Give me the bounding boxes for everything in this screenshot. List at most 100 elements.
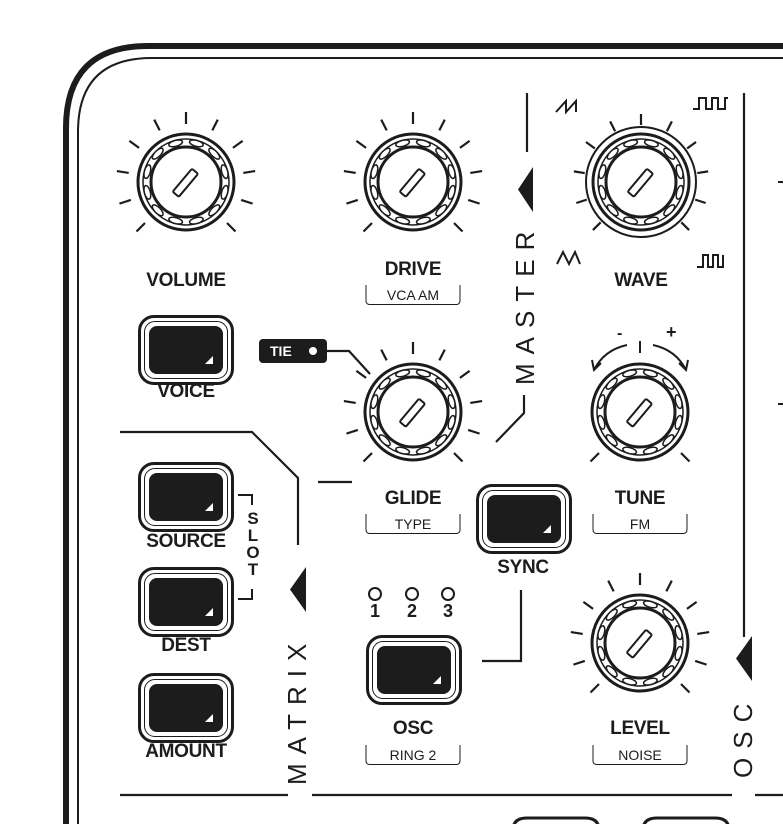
- knob-grip: [415, 216, 431, 225]
- knob-tick: [570, 630, 583, 636]
- tie-connector: [327, 349, 371, 375]
- sync-button[interactable]: [476, 484, 572, 554]
- osc-led-1-label: 1: [369, 601, 381, 621]
- matrix-divider-top: [120, 430, 300, 545]
- knob-tick: [680, 683, 691, 694]
- tune-minus-label: -: [617, 325, 623, 342]
- knob-tick: [575, 198, 588, 205]
- sawtooth-wave-icon: [555, 98, 577, 115]
- knob-grip: [605, 665, 618, 678]
- osc-button-face: [377, 646, 451, 694]
- knob-tick: [589, 683, 600, 694]
- amount-button-face: [149, 684, 223, 732]
- knob-grip: [168, 216, 184, 225]
- knob-tick: [346, 198, 359, 205]
- knob-tick: [607, 580, 615, 592]
- knob-tick: [380, 119, 388, 131]
- knob-tick: [232, 139, 244, 149]
- knob-grip: [605, 608, 618, 621]
- tune-left-arrowhead: [591, 359, 602, 373]
- knob-grip: [606, 147, 619, 160]
- knob-tick: [380, 349, 388, 361]
- knob-tick: [573, 659, 586, 666]
- master-section-label: MASTER: [510, 222, 540, 385]
- knob-tick: [665, 580, 673, 592]
- knob-tick: [346, 428, 359, 435]
- knob-tick: [470, 399, 483, 405]
- partial-button[interactable]: [511, 816, 600, 824]
- knob-tick: [686, 600, 698, 610]
- knob-tick: [592, 221, 602, 231]
- partial-button[interactable]: [641, 816, 730, 824]
- knob-grip: [415, 446, 431, 455]
- panel-outer-border: [63, 43, 783, 824]
- knob-tick: [438, 119, 446, 131]
- knob-grip: [435, 147, 448, 160]
- glide-label: GLIDE: [384, 488, 442, 509]
- knob-indicator: [399, 398, 426, 428]
- knob-grip: [395, 369, 411, 378]
- knob-grip: [151, 204, 164, 217]
- knob-grip: [370, 414, 379, 430]
- knob-grip: [415, 139, 431, 148]
- knob-grip: [605, 377, 618, 390]
- knob-tick: [697, 630, 710, 636]
- knob-grip: [597, 645, 606, 661]
- knob-grip: [370, 394, 379, 410]
- knob-grip: [642, 446, 658, 455]
- osc-led-3[interactable]: [441, 587, 455, 601]
- wave-label: WAVE: [614, 270, 668, 291]
- knob-grip: [168, 139, 184, 148]
- drive-sublabel[interactable]: VCA AM: [365, 285, 461, 305]
- tune-knob[interactable]: [589, 362, 691, 463]
- amount-label: AMOUNT: [145, 741, 227, 762]
- tie-button[interactable]: TIE: [259, 339, 327, 363]
- knob-indicator: [626, 629, 653, 659]
- osc-label: OSC: [392, 718, 434, 739]
- osc-button[interactable]: [366, 635, 462, 705]
- knob-grip: [642, 600, 658, 609]
- voice-button-face: [149, 326, 223, 374]
- knob-indicator: [626, 398, 653, 428]
- knob-grip: [447, 394, 456, 410]
- pulse-wave-icon: [697, 254, 724, 268]
- knob-tick: [470, 169, 483, 175]
- knob-grip: [643, 139, 659, 148]
- knob-tick: [697, 170, 709, 175]
- drive-knob[interactable]: [343, 112, 483, 233]
- knob-tick: [585, 141, 596, 150]
- knob-tick: [362, 222, 373, 233]
- knob-grip: [447, 414, 456, 430]
- level-knob[interactable]: [570, 573, 710, 694]
- knob-tick: [665, 120, 673, 132]
- knob-tick: [686, 141, 697, 150]
- knob-tick: [459, 369, 471, 379]
- knob-grip: [662, 665, 675, 678]
- voice-button[interactable]: [138, 315, 234, 385]
- sync-label: SYNC: [497, 557, 549, 578]
- master-arrow-icon: [518, 167, 533, 212]
- osc-led-1[interactable]: [368, 587, 382, 601]
- osc-sublabel[interactable]: RING 2: [365, 745, 461, 765]
- knob-tick: [153, 119, 161, 131]
- glide-knob[interactable]: [343, 342, 483, 463]
- tune-plus-label: +: [666, 322, 677, 342]
- osc-led-2[interactable]: [405, 587, 419, 601]
- amount-button[interactable]: [138, 673, 234, 743]
- source-button[interactable]: [138, 462, 234, 532]
- knob-grip: [220, 184, 229, 200]
- knob-grip-ring: [596, 599, 684, 687]
- knob-grip: [447, 164, 456, 180]
- knob-grip: [188, 139, 204, 148]
- dest-button[interactable]: [138, 567, 234, 637]
- knob-grip: [675, 184, 684, 200]
- square-wave-icon: [693, 97, 728, 110]
- tune-sublabel[interactable]: FM: [592, 514, 688, 534]
- volume-knob[interactable]: [116, 112, 256, 233]
- wave-knob[interactable]: [573, 114, 709, 238]
- level-sublabel[interactable]: NOISE: [592, 745, 688, 765]
- dest-label: DEST: [161, 635, 211, 656]
- knob-grip: [674, 625, 683, 641]
- glide-sublabel[interactable]: TYPE: [365, 514, 461, 534]
- knob-tick: [226, 222, 237, 233]
